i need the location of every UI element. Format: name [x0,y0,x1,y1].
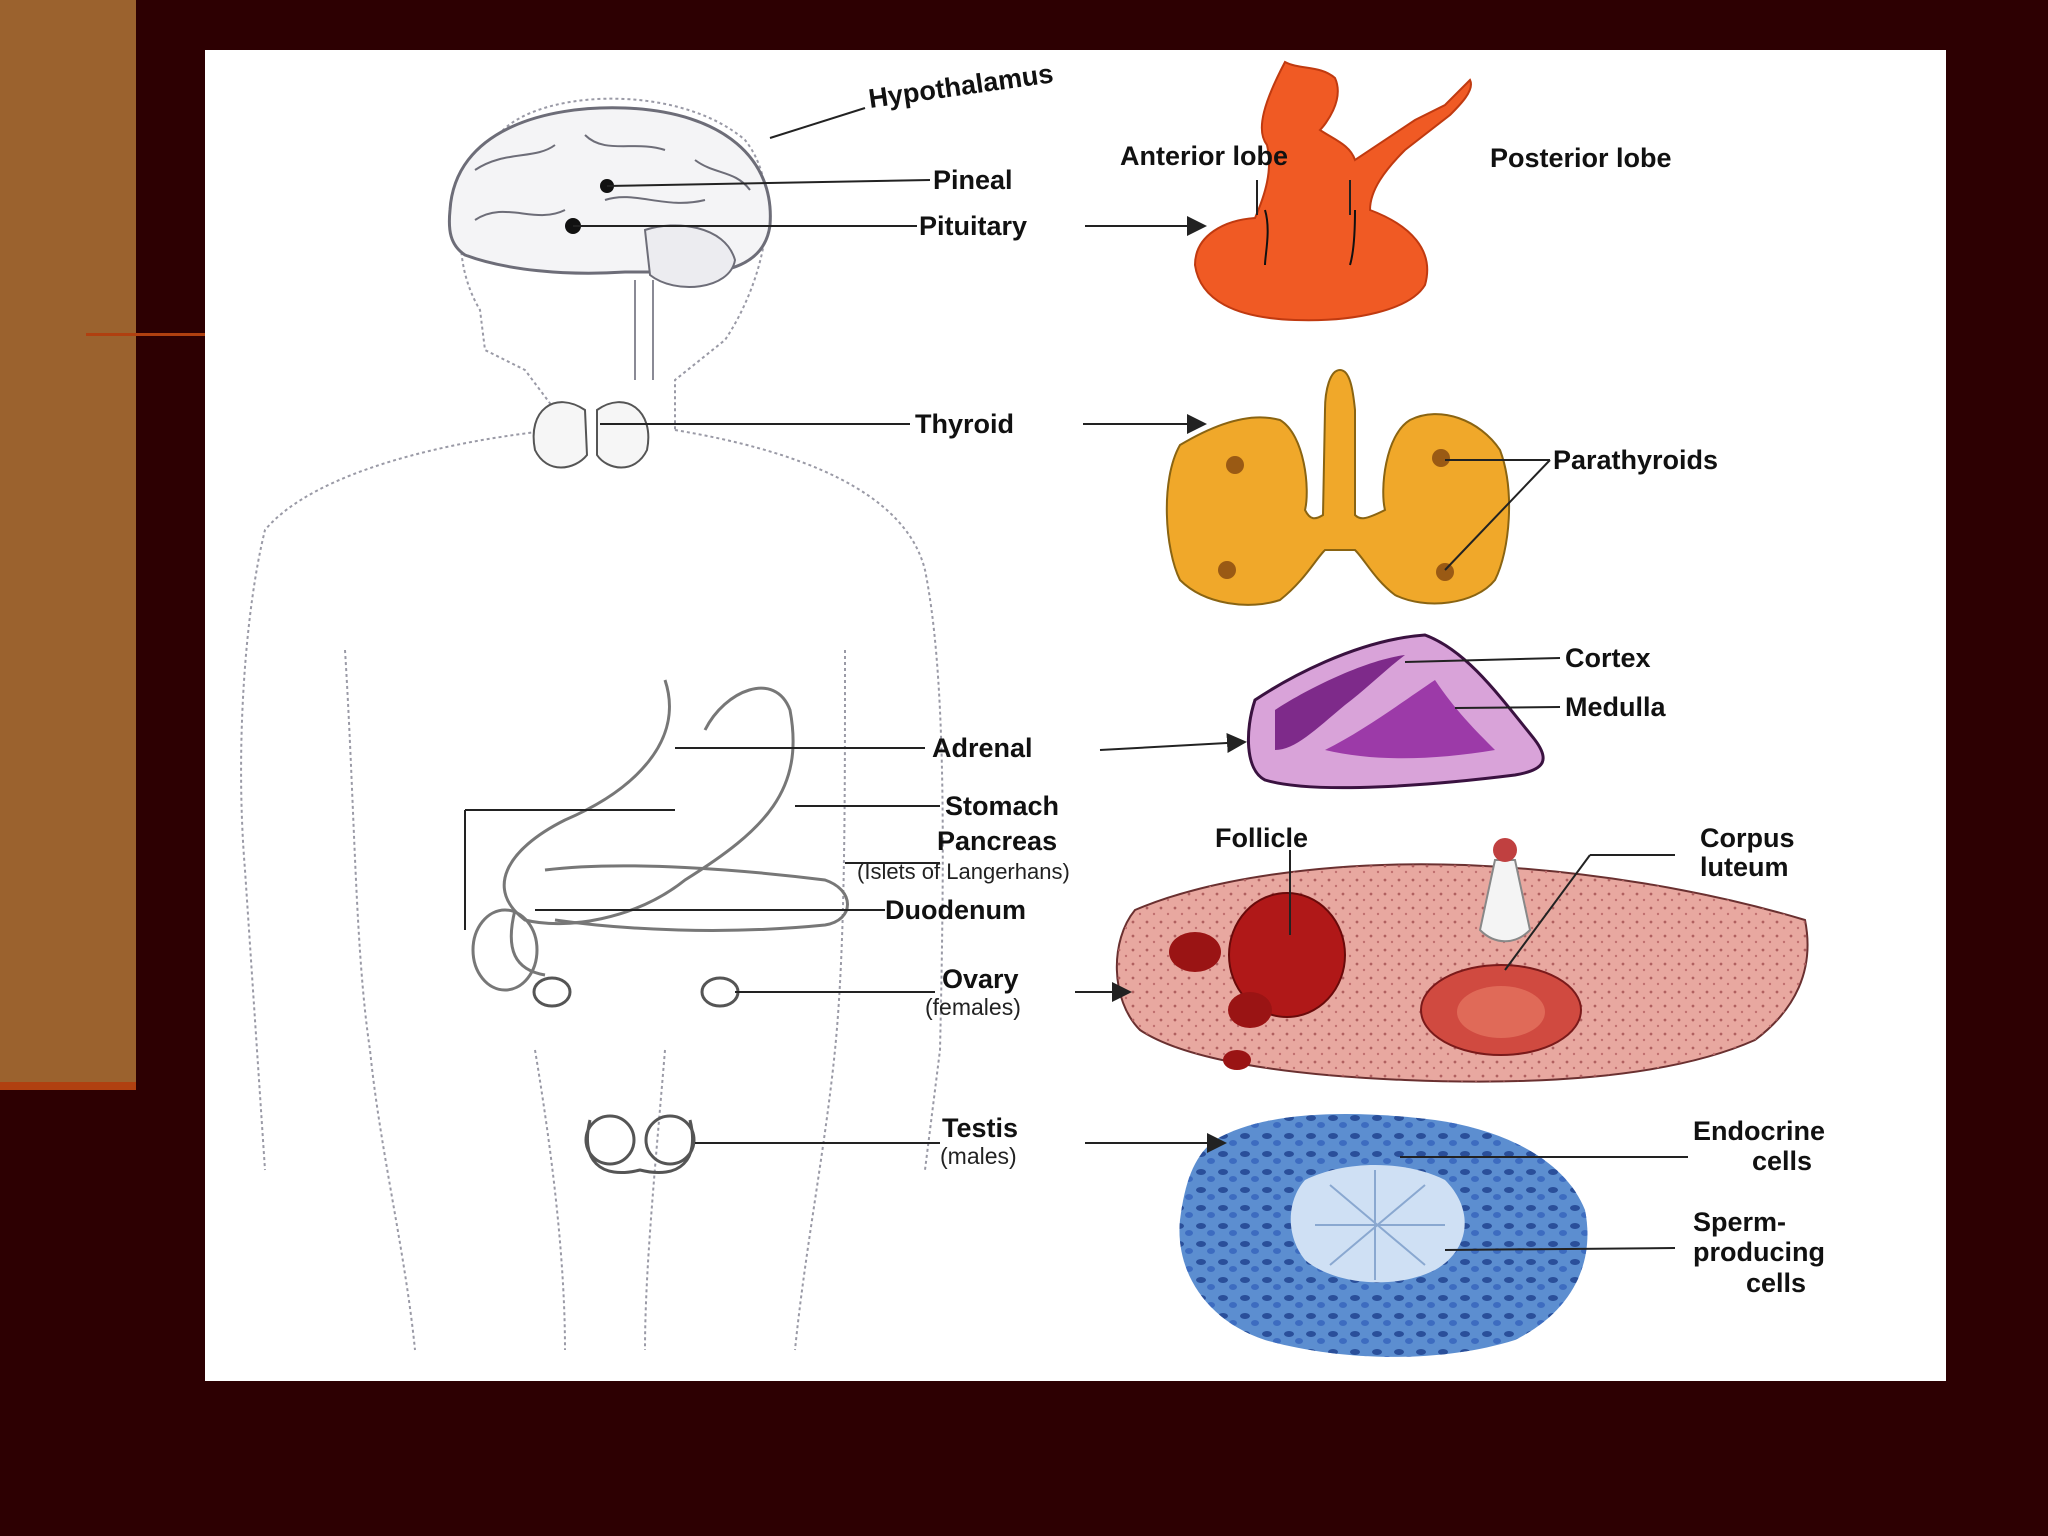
sidebar-panel [0,0,136,1090]
accent-line [86,333,208,336]
label-adrenal: Adrenal [932,733,1033,763]
pituitary-detail [1193,60,1472,322]
label-pancreas: Pancreas [937,826,1057,856]
label-endocrine-cells: cells [1752,1146,1812,1176]
label-medulla: Medulla [1565,692,1666,722]
body-thyroid [532,401,650,469]
label-stomach: Stomach [945,791,1059,821]
label-duodenum: Duodenum [885,895,1026,925]
label-ovary: Ovary [942,964,1019,994]
label-testis-sub: (males) [940,1143,1017,1169]
label-pituitary: Pituitary [919,211,1027,241]
label-cortex: Cortex [1565,643,1651,673]
label-endocrine: Endocrine [1693,1116,1825,1146]
label-posterior-lobe: Posterior lobe [1490,143,1672,173]
label-anterior-lobe: Anterior lobe [1120,141,1288,171]
brain-illustration [447,106,772,380]
label-sperm: Sperm- [1693,1207,1786,1237]
endocrine-diagram: Hypothalamus Pineal Pituitary Anterior l… [205,50,1946,1381]
thyroid-detail [1165,368,1511,606]
diagram-canvas: Hypothalamus Pineal Pituitary Anterior l… [240,58,1825,1357]
adrenal-detail [1246,633,1545,790]
label-parathyroids: Parathyroids [1553,445,1718,475]
label-follicle: Follicle [1215,823,1308,853]
label-hypothalamus: Hypothalamus [867,58,1055,114]
leader-lines [535,107,1688,1251]
label-testis: Testis [942,1113,1018,1143]
label-producing: producing [1693,1237,1825,1267]
label-sperm-cells: cells [1746,1268,1806,1298]
label-thyroid: Thyroid [915,409,1014,439]
body-outline [240,97,944,1351]
testis-detail [1179,1114,1588,1357]
label-islets: (Islets of Langerhans) [857,859,1070,884]
digestive-organs [464,679,849,992]
label-luteum: luteum [1700,852,1789,882]
label-ovary-sub: (females) [925,994,1021,1020]
label-corpus: Corpus [1700,823,1795,853]
label-pineal: Pineal [933,165,1013,195]
